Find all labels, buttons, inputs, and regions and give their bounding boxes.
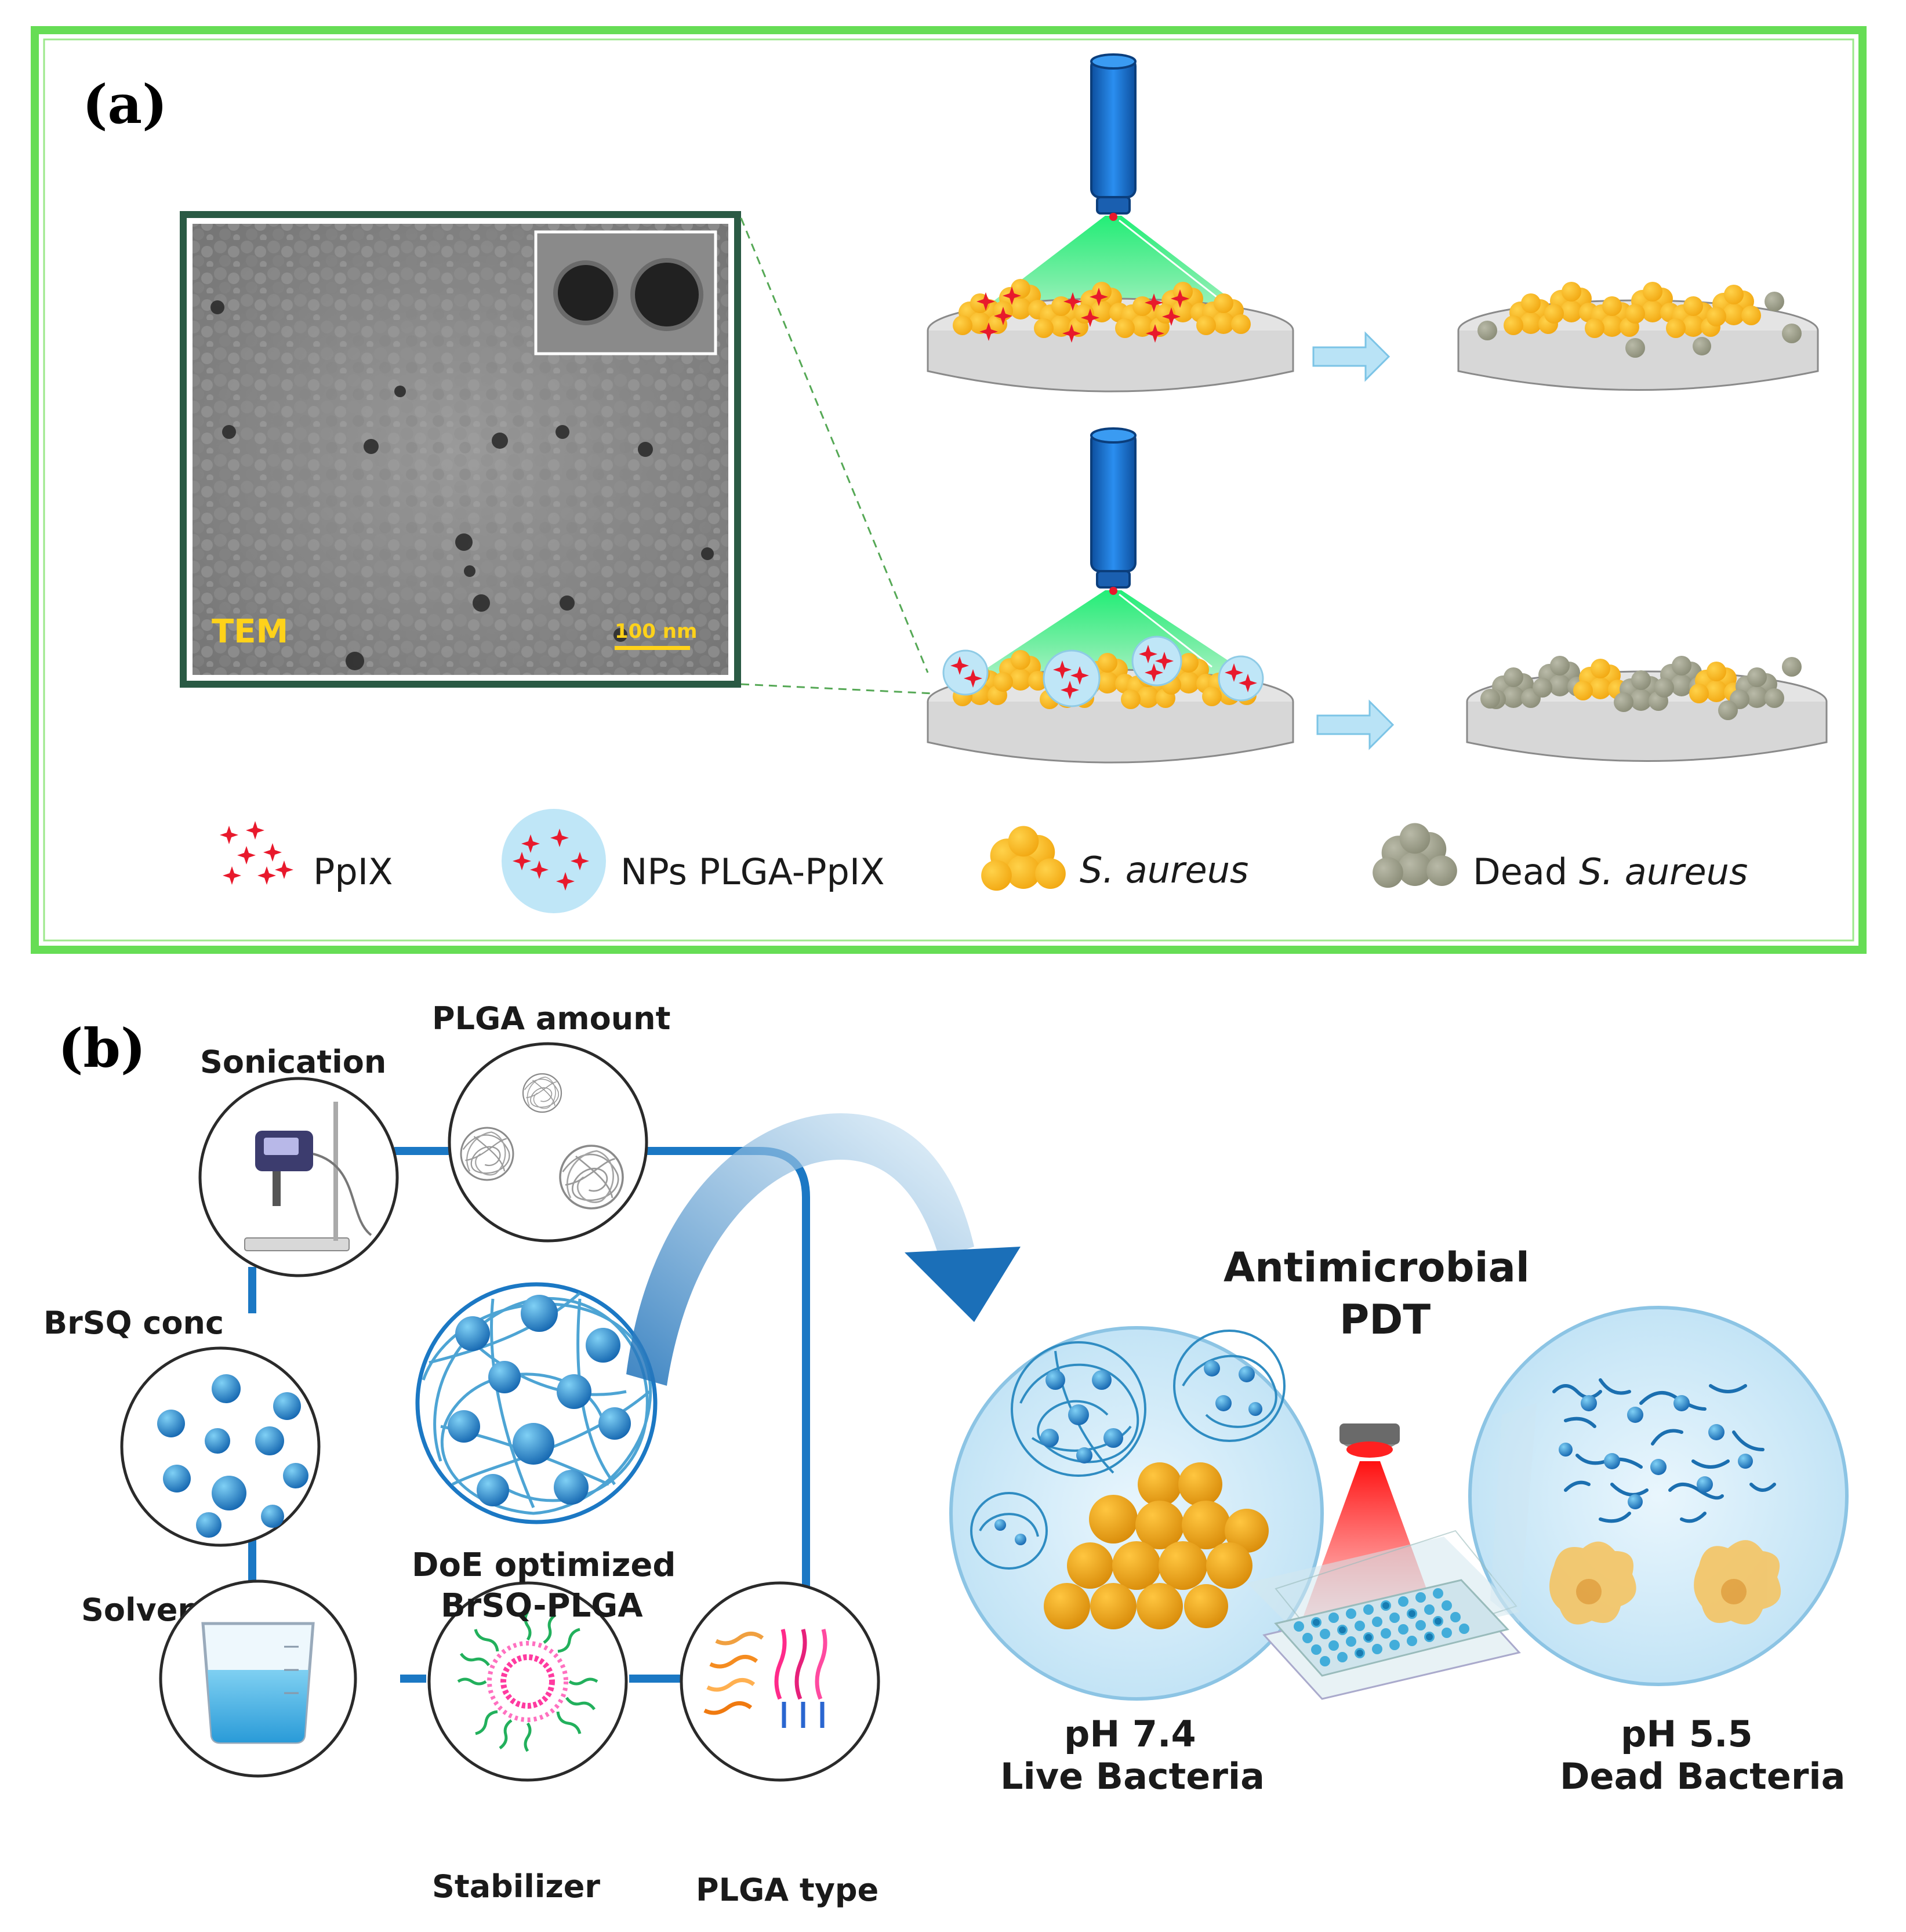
brsq-spheres-icon <box>157 1374 308 1538</box>
lamp-icon <box>1090 427 1137 596</box>
label-stabilizer: Stabilizer <box>432 1868 600 1905</box>
sonicator-icon <box>244 1102 372 1251</box>
tem-image: TEM 100 nm <box>180 211 741 688</box>
micelle-icon <box>457 1611 598 1752</box>
panel-b: (b) Sonication PLGA amount <box>43 1000 1849 1908</box>
dead-bacteria-blobs <box>1549 1540 1781 1625</box>
live-label-line2: Live Bacteria <box>1000 1755 1265 1797</box>
live-bacteria-cluster <box>1044 1462 1269 1629</box>
factor-stabilizer: Stabilizer <box>427 1581 628 1905</box>
legend-s-aureus: S. aureus <box>1080 849 1248 891</box>
panel-a: (a) <box>31 26 1867 954</box>
np-legend-icon <box>502 809 606 913</box>
scale-bar-label: 100 nm <box>615 620 697 643</box>
lamp-icon <box>1090 53 1137 222</box>
legend-dead: Dead S. aureus <box>1473 851 1748 893</box>
nps-bottom <box>942 635 1264 707</box>
legend-ppix: PpIX <box>313 851 393 893</box>
pdt-title-line2: PDT <box>1339 1296 1431 1343</box>
tem-inset <box>534 230 717 355</box>
factor-solvent: Solvent <box>81 1579 357 1778</box>
top-row <box>927 53 1819 393</box>
bacteria-result-bottom <box>1480 656 1802 720</box>
doe-nanoparticle: DoE optimized BrSQ-PLGA <box>412 1282 676 1625</box>
bottom-row <box>927 427 1828 764</box>
panel-a-label: (a) <box>82 73 168 136</box>
pdt-title-line1: Antimicrobial <box>1224 1244 1530 1291</box>
doe-label-line1: DoE optimized <box>412 1546 676 1584</box>
panel-b-label: (b) <box>58 1017 146 1080</box>
factor-sonication: Sonication <box>198 1044 399 1277</box>
doe-label-line2: BrSQ-PLGA <box>441 1587 643 1625</box>
label-plga-amount: PLGA amount <box>432 1000 670 1037</box>
dead-label-line2: Dead Bacteria <box>1560 1755 1846 1797</box>
dead-label-line1: pH 5.5 <box>1621 1713 1753 1755</box>
label-plga-type: PLGA type <box>696 1872 878 1908</box>
scale-bar <box>615 646 690 650</box>
well-plate <box>1247 1530 1521 1700</box>
bacteria-result-top <box>1477 282 1802 358</box>
label-brsq-conc: BrSQ conc <box>43 1305 224 1341</box>
tem-particles <box>210 300 714 670</box>
legend-a: PpIX NPs PLGA-PpIX S. aureus Dead S. aur… <box>220 809 1748 913</box>
live-bacteria-circle: pH 7.4 Live Bacteria <box>949 1326 1324 1797</box>
beaker-icon <box>201 1622 315 1744</box>
polymer-chains-icon <box>703 1629 827 1728</box>
legend-nps: NPs PLGA-PpIX <box>620 851 885 893</box>
live-label-line1: pH 7.4 <box>1064 1713 1196 1755</box>
dead-bacteria-circle: pH 5.5 Dead Bacteria <box>1468 1306 1849 1797</box>
label-sonication: Sonication <box>200 1044 386 1080</box>
tem-label: TEM <box>212 613 288 651</box>
factor-plga-amount: PLGA amount <box>432 1000 670 1243</box>
curved-arrow <box>626 1113 1021 1386</box>
factor-plga-type: PLGA type <box>680 1581 880 1908</box>
factor-brsq-conc: BrSQ conc <box>43 1305 321 1547</box>
